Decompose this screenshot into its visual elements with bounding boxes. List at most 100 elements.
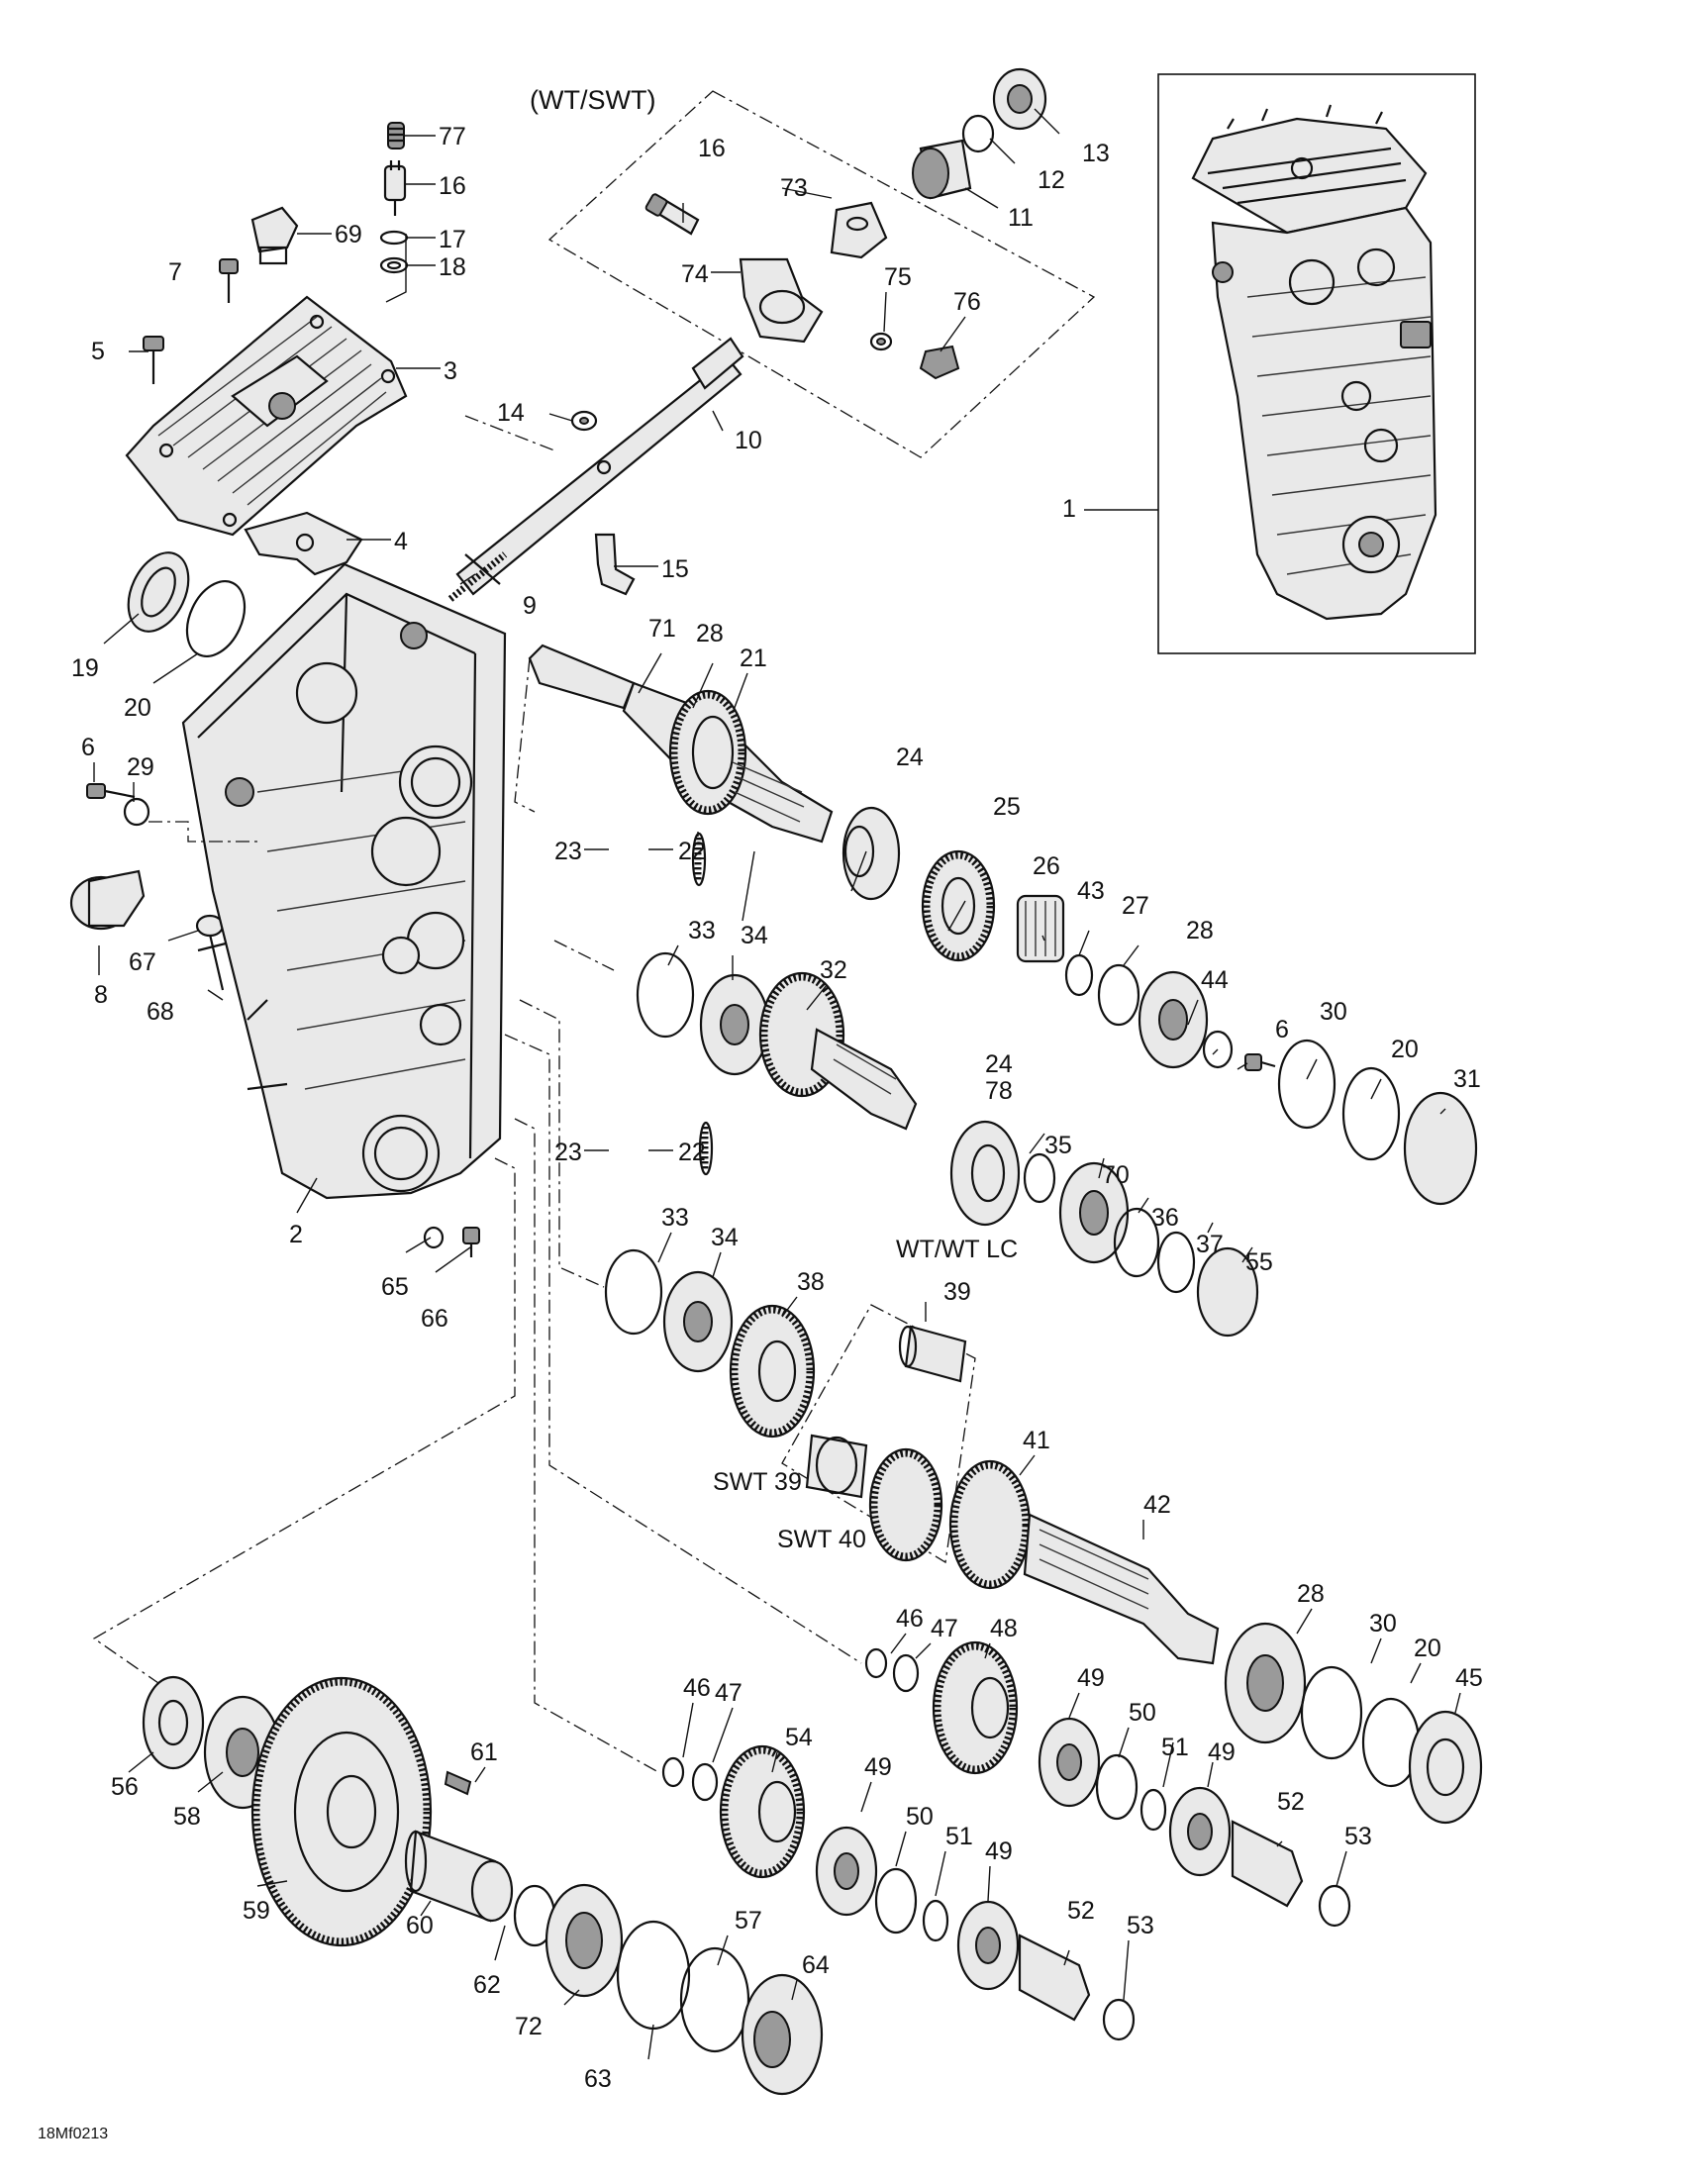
callout: 52 bbox=[1067, 1897, 1095, 1925]
callout: 21 bbox=[740, 645, 767, 672]
output-shaft-illustration bbox=[604, 1248, 1483, 1825]
callout: 31 bbox=[1453, 1065, 1481, 1093]
callout: 53 bbox=[1344, 1823, 1372, 1850]
callout: 7 bbox=[168, 258, 182, 286]
countershaft-illustration bbox=[636, 832, 1259, 1338]
callout: 56 bbox=[111, 1773, 139, 1801]
callout: 62 bbox=[473, 1971, 501, 1999]
callout: 1 bbox=[1062, 495, 1076, 523]
callout: 59 bbox=[243, 1897, 270, 1925]
callout: 27 bbox=[1122, 892, 1149, 920]
drawing-code: 18Mf0213 bbox=[38, 2126, 108, 2142]
wt-lc-group-outline bbox=[781, 1304, 976, 1564]
callout: 14 bbox=[497, 399, 525, 427]
callout: 6 bbox=[1275, 1016, 1289, 1043]
shims-19-20-illustration bbox=[127, 551, 247, 657]
callout: 20 bbox=[1414, 1635, 1441, 1662]
callout: 35 bbox=[1044, 1132, 1072, 1159]
callout: 47 bbox=[715, 1679, 742, 1707]
callout: 8 bbox=[94, 981, 108, 1009]
callout: 55 bbox=[1245, 1248, 1273, 1276]
callout: 19 bbox=[71, 654, 99, 682]
assembly-center-lines bbox=[92, 415, 862, 1773]
callout: 38 bbox=[797, 1268, 825, 1296]
swt-40-label: SWT 40 bbox=[777, 1526, 866, 1553]
callout: 58 bbox=[173, 1803, 201, 1831]
callout: 72 bbox=[515, 2013, 543, 2040]
wt-swt-parts-illustration bbox=[644, 67, 1047, 380]
input-shaft-illustration bbox=[528, 644, 1478, 1206]
callout: 63 bbox=[584, 2065, 612, 2093]
callout: 48 bbox=[990, 1615, 1018, 1642]
callout: 32 bbox=[820, 956, 847, 984]
callout: 71 bbox=[648, 615, 676, 643]
callout: 74 bbox=[681, 260, 709, 288]
callout: 49 bbox=[985, 1837, 1013, 1865]
idler-gears-illustration bbox=[661, 1640, 1351, 2041]
callout: 46 bbox=[683, 1674, 711, 1702]
wt-swt-label: (WT/SWT) bbox=[530, 85, 655, 115]
callout: 16 bbox=[439, 172, 466, 200]
callout: 30 bbox=[1369, 1610, 1397, 1638]
callout: 3 bbox=[444, 357, 457, 385]
callout: 6 bbox=[81, 734, 95, 761]
callout: 52 bbox=[1277, 1788, 1305, 1816]
callout: 43 bbox=[1077, 877, 1105, 905]
callout: 24 bbox=[896, 744, 924, 771]
callout: 28 bbox=[1297, 1580, 1325, 1608]
callout: 49 bbox=[1077, 1664, 1105, 1692]
callout: 22 bbox=[678, 1139, 706, 1166]
callout: 26 bbox=[1033, 852, 1060, 880]
callout: 64 bbox=[802, 1951, 830, 1979]
leader-lines bbox=[93, 108, 1461, 2060]
callout: 57 bbox=[735, 1907, 762, 1935]
callout: 28 bbox=[1186, 917, 1214, 944]
callout: 24 bbox=[985, 1050, 1013, 1078]
callout: 28 bbox=[696, 620, 724, 647]
callout: 16 bbox=[698, 135, 726, 162]
callout: 78 bbox=[985, 1077, 1013, 1105]
callout: 76 bbox=[953, 288, 981, 316]
housing-illustration bbox=[181, 562, 507, 1200]
callout: 46 bbox=[896, 1605, 924, 1633]
callout: 33 bbox=[688, 917, 716, 944]
callout: 73 bbox=[780, 174, 808, 202]
callout: 65 bbox=[381, 1273, 409, 1301]
callout: 51 bbox=[945, 1823, 973, 1850]
callout: 37 bbox=[1196, 1231, 1224, 1258]
callout: 49 bbox=[864, 1753, 892, 1781]
callout: 61 bbox=[470, 1738, 498, 1766]
callout: 70 bbox=[1102, 1161, 1130, 1189]
callout: 5 bbox=[91, 338, 105, 365]
callout: 41 bbox=[1023, 1427, 1050, 1454]
callout: 23 bbox=[554, 1139, 582, 1166]
callout: 50 bbox=[1129, 1699, 1156, 1727]
wt-wt-lc-label: WT/WT LC bbox=[896, 1236, 1018, 1263]
swt-39-label: SWT 39 bbox=[713, 1468, 802, 1496]
callout: 20 bbox=[1391, 1036, 1419, 1063]
callout: 4 bbox=[394, 528, 408, 555]
callout: 68 bbox=[147, 998, 174, 1026]
assembled-gearbox-frame bbox=[1157, 73, 1476, 654]
callout: 22 bbox=[678, 838, 706, 865]
sprocket-assembly-illustration bbox=[142, 1675, 824, 2096]
callout: 13 bbox=[1082, 140, 1110, 167]
callout: 30 bbox=[1320, 998, 1347, 1026]
callout: 47 bbox=[931, 1615, 958, 1642]
callout: 33 bbox=[661, 1204, 689, 1232]
callout: 66 bbox=[421, 1305, 448, 1333]
callout: 20 bbox=[124, 694, 151, 722]
callout: 75 bbox=[884, 263, 912, 291]
assembled-gearbox-illustration bbox=[1191, 104, 1437, 621]
callout: 54 bbox=[785, 1724, 813, 1751]
callout: 25 bbox=[993, 793, 1021, 821]
callout: 9 bbox=[523, 592, 537, 620]
callout: 12 bbox=[1038, 166, 1065, 194]
callout: 42 bbox=[1143, 1491, 1171, 1519]
callout: 17 bbox=[439, 226, 466, 253]
shift-shaft-illustration bbox=[447, 337, 744, 602]
callout: 36 bbox=[1151, 1204, 1179, 1232]
callout: 44 bbox=[1201, 966, 1229, 994]
callout: 69 bbox=[335, 221, 362, 248]
